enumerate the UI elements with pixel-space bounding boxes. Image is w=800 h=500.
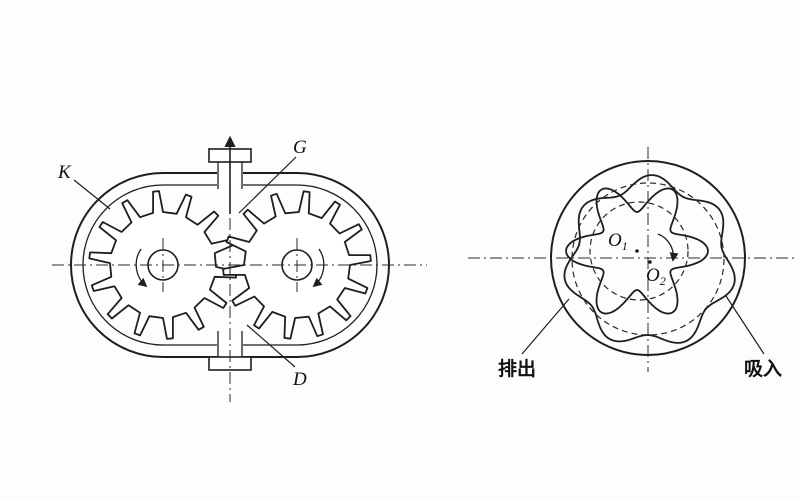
pitch-circle-inner bbox=[589, 201, 689, 301]
label-k: K bbox=[57, 162, 72, 183]
leader-k bbox=[73, 179, 111, 210]
leader-suction bbox=[725, 295, 765, 355]
center-point-o2 bbox=[648, 260, 652, 264]
rotor-rotation-arrow bbox=[657, 233, 679, 262]
outer-rotor-profile bbox=[563, 174, 736, 344]
inner-rotor-profile bbox=[565, 187, 709, 315]
center-point-o1 bbox=[635, 249, 639, 253]
pitch-circle-outer bbox=[571, 182, 725, 336]
figure-right-gerotor-pump: O1 O2 排出 吸入 bbox=[468, 147, 796, 380]
label-o1: O1 bbox=[608, 230, 628, 253]
label-discharge: 排出 bbox=[498, 357, 536, 380]
label-g: G bbox=[293, 137, 307, 158]
figure-left-gear-pump: K G D bbox=[52, 135, 427, 402]
label-o2: O2 bbox=[646, 265, 666, 288]
right-gear-rotation-arrow bbox=[312, 248, 325, 288]
leader-discharge bbox=[521, 298, 570, 355]
leader-g bbox=[238, 156, 297, 214]
label-d: D bbox=[292, 369, 307, 390]
label-suction: 吸入 bbox=[744, 358, 782, 380]
leader-d bbox=[246, 324, 296, 368]
left-gear-rotation-arrow bbox=[135, 248, 148, 288]
